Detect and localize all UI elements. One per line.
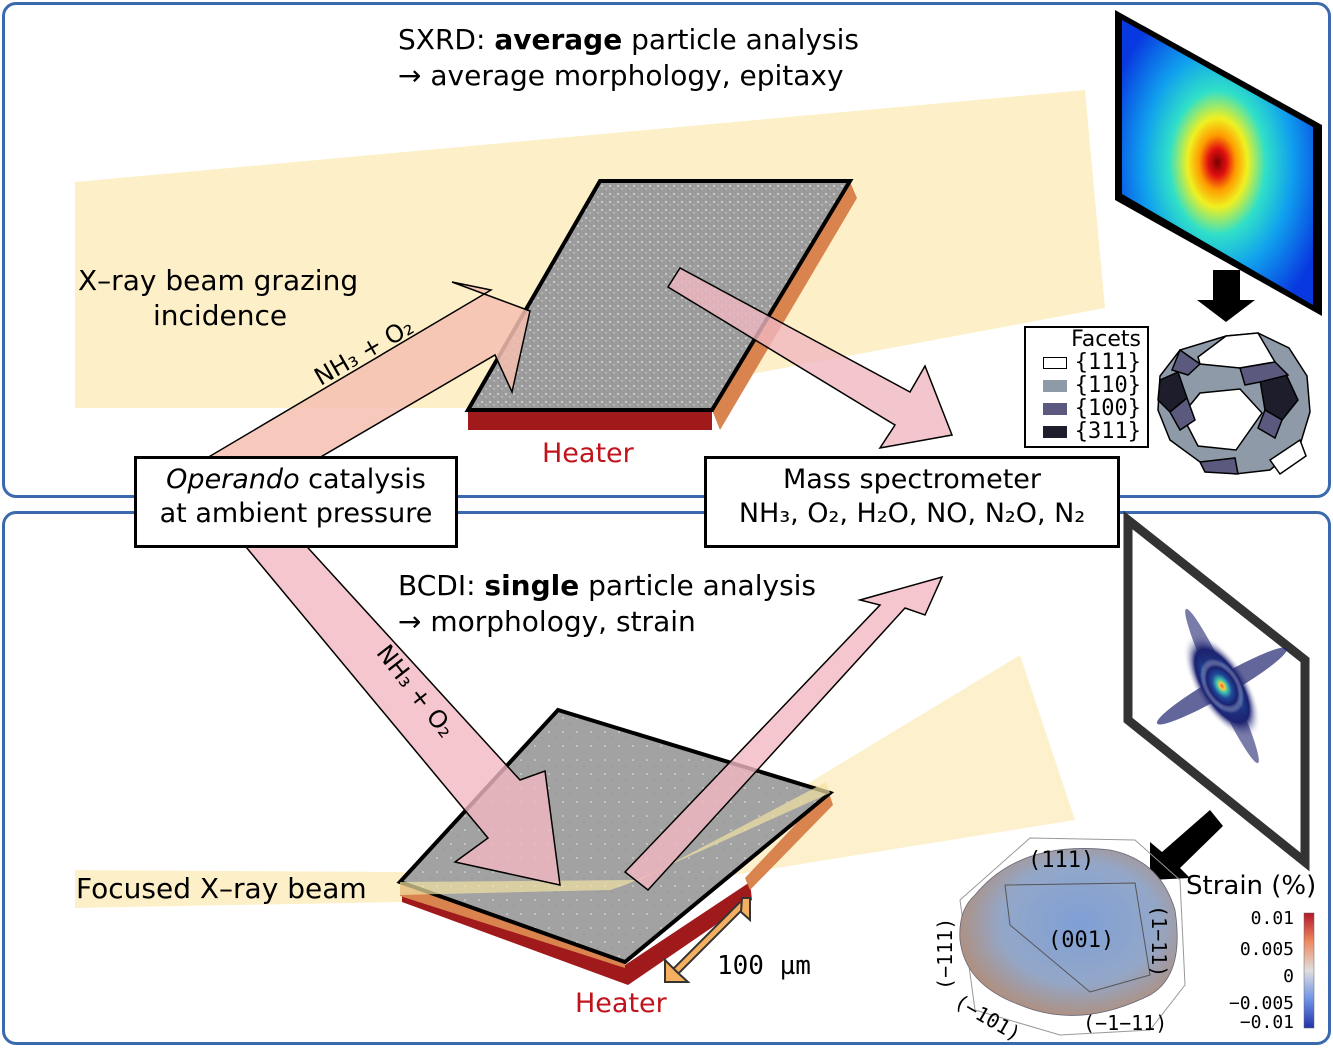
- faceted-particle-model: [1157, 332, 1311, 476]
- heater-side-top: [712, 182, 857, 430]
- scale-bar-arrow: [664, 897, 751, 983]
- scale-bar-label: 100 µm: [717, 951, 811, 981]
- strain-particle: [959, 837, 1186, 1036]
- gas-arrow-out-top: [666, 267, 954, 450]
- heater-top: [468, 410, 712, 430]
- bcdi-title: BCDI: single particle analysis: [398, 569, 817, 602]
- colorbar-tick: 0.01: [1250, 908, 1294, 929]
- down-arrow-top: [1197, 270, 1255, 322]
- colorbar-tick: 0.005: [1239, 939, 1294, 960]
- facet-label-111: (111): [1028, 848, 1095, 873]
- bcdi-panel: [2, 511, 1331, 1045]
- facets-legend-item: {311}: [1026, 420, 1147, 443]
- facets-legend-title: Facets: [1071, 327, 1141, 352]
- heater-label-bottom: Heater: [575, 988, 667, 1019]
- gas-arrow-out-bottom: [623, 575, 944, 892]
- sxrd-panel: [2, 2, 1331, 498]
- facets-legend-item: {110}: [1026, 374, 1147, 397]
- colorbar-tick: −0.005: [1228, 993, 1294, 1014]
- sample-surface-top: [464, 179, 854, 412]
- sxrd-diffraction-pattern: [1122, 20, 1313, 305]
- sxrd-subtitle: → average morphology, epitaxy: [398, 59, 844, 92]
- facet-swatch-311: [1042, 425, 1067, 438]
- sxrd-title: SXRD: average particle analysis: [398, 23, 859, 56]
- operando-italic: Operando: [166, 464, 300, 495]
- mass-spectrometer-box: Mass spectrometer NH₃, O₂, H₂O, NO, N₂O,…: [704, 456, 1120, 548]
- beam-label-incidence: incidence: [153, 299, 288, 332]
- colorbar-tick: −0.01: [1239, 1012, 1294, 1033]
- bcdi-diffraction-pattern: [1156, 608, 1288, 764]
- colorbar-tick: 0: [1283, 966, 1294, 987]
- gas-arrow-in-bottom: [234, 514, 561, 886]
- mass-spec-title: Mass spectrometer: [782, 464, 1042, 495]
- facet-label-m1m11: (−1−11): [1083, 1011, 1168, 1035]
- facet-swatch-110: [1042, 379, 1067, 392]
- beam-on-sample: [400, 782, 830, 895]
- mass-spec-species: NH₃, O₂, H₂O, NO, N₂O, N₂: [738, 498, 1086, 529]
- bcdi-subtitle: → morphology, strain: [398, 605, 696, 638]
- facets-legend-item: {100}: [1026, 397, 1147, 420]
- facet-label-m111: (−111): [933, 917, 957, 990]
- down-arrow-bottom: [1150, 810, 1223, 880]
- heater-side-right-bottom: [745, 790, 833, 890]
- bcdi-detector-frame: [1123, 510, 1310, 872]
- facet-label-001: (001): [1048, 928, 1115, 953]
- facet-label-1m11: (1−11): [1147, 905, 1171, 978]
- facet-swatch-111: [1042, 356, 1067, 369]
- operando-box: Operando catalysis at ambient pressure: [134, 456, 458, 548]
- strain-colorbar: [1303, 912, 1315, 1029]
- strain-colorbar-title: Strain (%): [1186, 871, 1317, 901]
- operando-line2: at ambient pressure: [159, 498, 433, 529]
- facets-legend: Facets {111} {110} {100} {311}: [1024, 326, 1149, 448]
- facet-swatch-100: [1042, 402, 1067, 415]
- heater-label-top: Heater: [542, 438, 634, 469]
- facets-legend-item: {111}: [1026, 351, 1147, 374]
- beam-label-grazing: X–ray beam grazing: [78, 264, 359, 297]
- focused-beam-label: Focused X–ray beam: [76, 872, 367, 905]
